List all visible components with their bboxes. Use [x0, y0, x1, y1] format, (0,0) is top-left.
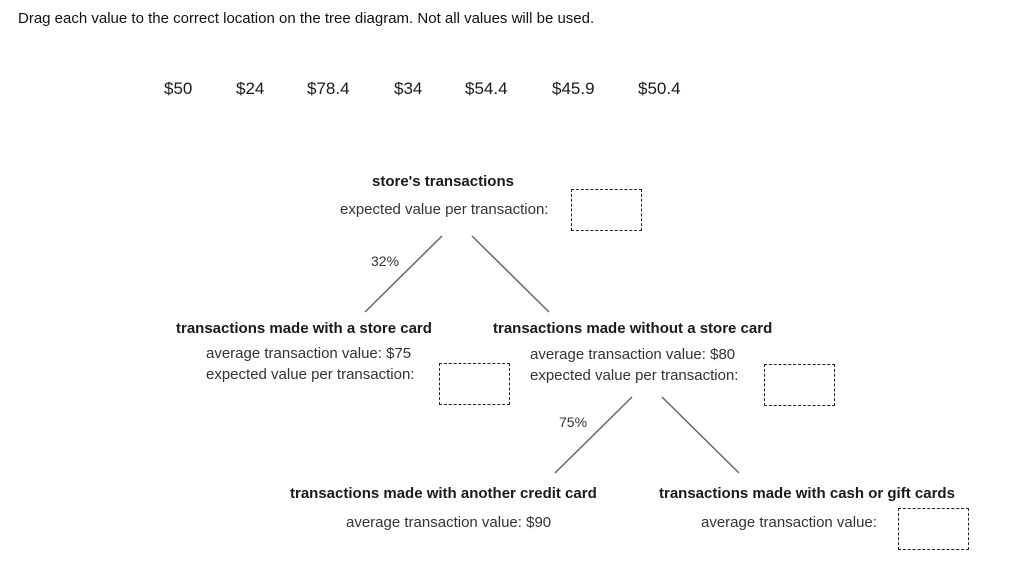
value-chip-78-4[interactable]: $78.4	[307, 79, 350, 98]
no-store-card-expected-dropzone[interactable]	[764, 364, 835, 406]
other-credit-avg-label: average transaction value: $90	[346, 514, 552, 531]
root-expected-dropzone[interactable]	[571, 189, 642, 231]
cash-gift-avg-dropzone[interactable]	[898, 508, 969, 550]
no-store-card-avg-label: average transaction value: $80	[530, 346, 736, 363]
branch-pct-store-card: 32%	[371, 253, 400, 269]
store-card-avg-label: average transaction value: $75	[206, 345, 412, 362]
root-title: store's transactions	[372, 173, 514, 190]
no-store-card-expected-label: expected value per transaction:	[530, 367, 739, 384]
value-chip-34[interactable]: $34	[394, 79, 423, 98]
branch-line-cash-gift	[661, 396, 740, 474]
store-card-title: transactions made with a store card	[176, 320, 432, 337]
value-chip-50[interactable]: $50	[164, 79, 193, 98]
store-card-expected-dropzone[interactable]	[439, 363, 510, 405]
other-credit-title: transactions made with another credit ca…	[290, 485, 597, 502]
branch-line-other-credit	[554, 396, 633, 474]
branch-line-no-store-card	[471, 235, 550, 313]
root-expected-label: expected value per transaction:	[340, 201, 549, 218]
cash-gift-title: transactions made with cash or gift card…	[659, 485, 955, 502]
value-chip-24[interactable]: $24	[236, 79, 265, 98]
value-chip-45-9[interactable]: $45.9	[552, 79, 595, 98]
no-store-card-title: transactions made without a store card	[493, 320, 773, 337]
branch-line-store-card	[364, 235, 443, 313]
branch-pct-other-credit: 75%	[559, 414, 588, 430]
store-card-expected-label: expected value per transaction:	[206, 366, 415, 383]
value-chip-54-4[interactable]: $54.4	[465, 79, 508, 98]
instructions-text: Drag each value to the correct location …	[18, 10, 595, 27]
cash-gift-avg-label: average transaction value:	[701, 514, 877, 531]
value-chip-50-4[interactable]: $50.4	[638, 79, 681, 98]
